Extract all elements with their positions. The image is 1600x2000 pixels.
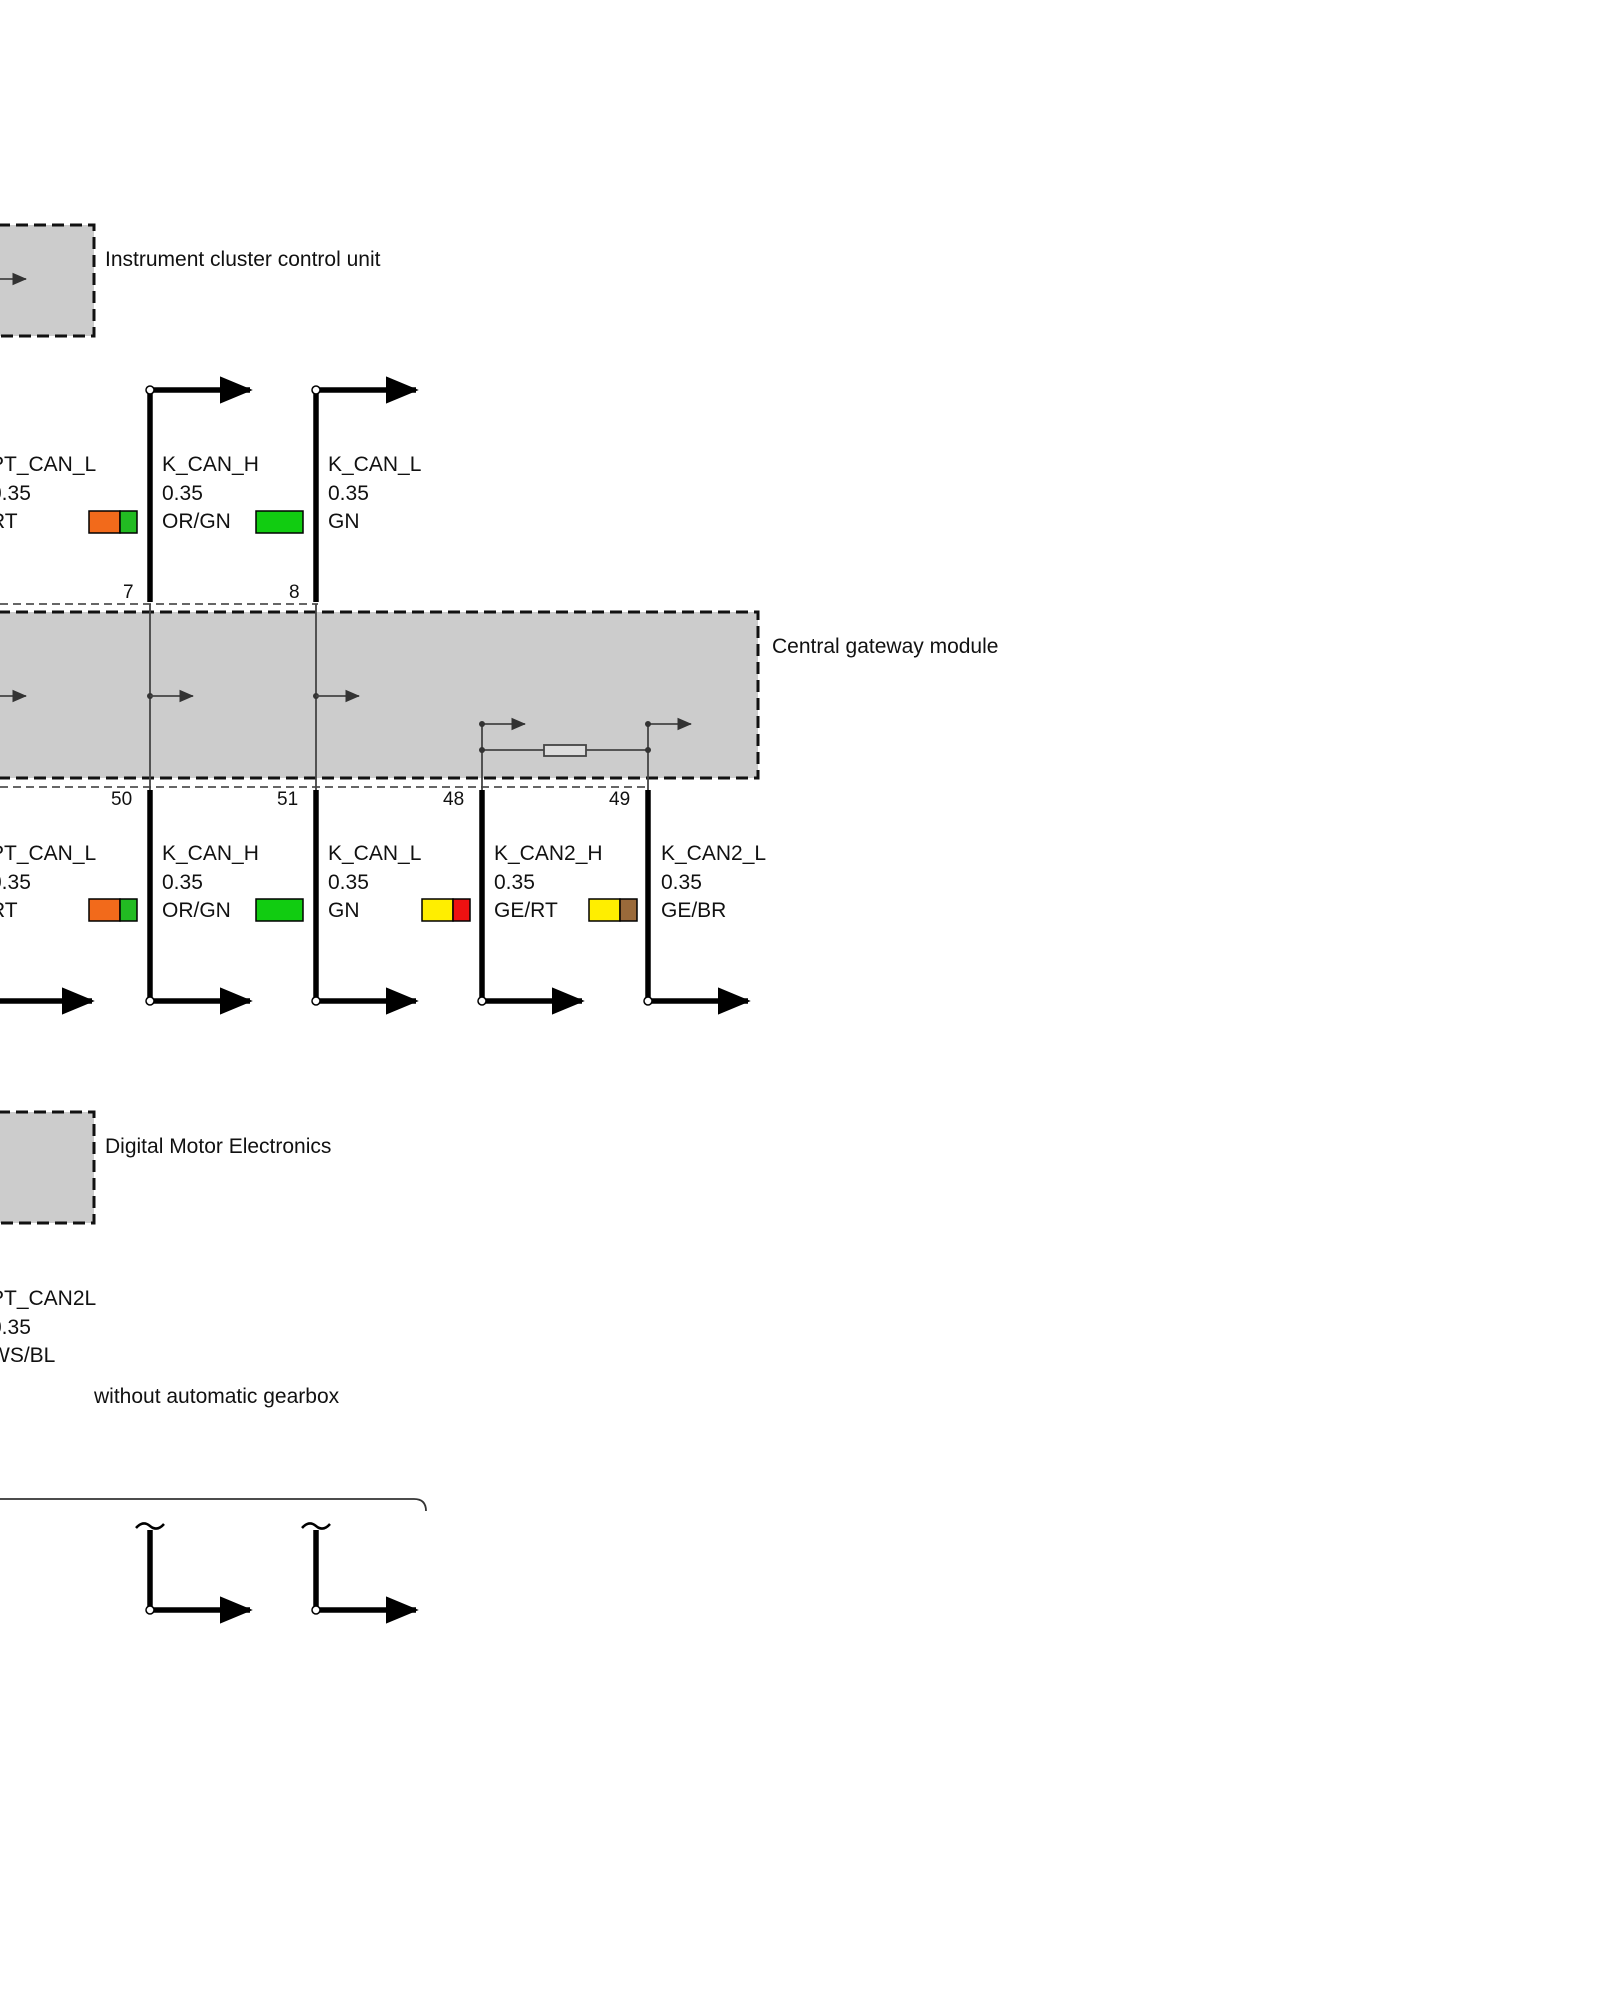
dme-wire-label: PT_CAN2L 0.35 WS/BL [0, 1287, 96, 1367]
variant-bracket [0, 1498, 427, 1512]
wire-gauge: 0.35 [661, 871, 702, 894]
bottom-wire-k-can2-l [643, 790, 751, 1015]
terminating-resistor [543, 744, 587, 757]
top-wire-label-pt-can-l: PT_CAN_L 0.35 RT [0, 453, 138, 534]
dme-label: Digital Motor Electronics [105, 1135, 331, 1158]
wire-color: RT [0, 899, 18, 922]
central-gateway-module: Central gateway module [0, 603, 998, 790]
color-swatch-red [452, 898, 471, 922]
bottom-wire-label-k-can2-h: K_CAN2_H 0.35 GE/RT 48 [443, 789, 638, 922]
bottom-wire-k-can2-h [477, 790, 585, 1015]
instrument-cluster-label: Instrument cluster control unit [105, 248, 381, 271]
bottom-wire-label-k-can-l: K_CAN_L 0.35 GN 51 [277, 789, 471, 922]
color-swatch-green [119, 898, 138, 922]
wire-gauge: 0.35 [328, 871, 369, 894]
central-gateway-label: Central gateway module [772, 635, 998, 658]
color-swatch-green [255, 898, 304, 922]
dme-module: Digital Motor Electronics [0, 1110, 331, 1225]
pin-number: 8 [289, 582, 300, 603]
wire-color: OR/GN [162, 510, 231, 533]
wire-break-symbol [135, 1522, 165, 1530]
top-wire-k-can-l [311, 376, 419, 602]
wire-gauge: 0.35 [0, 1316, 31, 1339]
wire-color: GN [328, 510, 360, 533]
wire-gauge: 0.35 [494, 871, 535, 894]
continuation-wire-left [135, 1522, 253, 1624]
wire-gauge: 0.35 [162, 871, 203, 894]
wire-signal: K_CAN2_H [494, 842, 603, 865]
wire-color: OR/GN [162, 899, 231, 922]
continuation-wire-right [301, 1522, 419, 1624]
color-swatch-green [119, 510, 138, 534]
wire-gauge: 0.35 [162, 482, 203, 505]
color-swatch-orange [88, 898, 121, 922]
wire-signal: PT_CAN_L [0, 453, 96, 476]
pin-number: 50 [111, 789, 132, 810]
bottom-wire-label-pt-can-l: PT_CAN_L 0.35 RT [0, 842, 138, 922]
wire-signal: K_CAN_H [162, 842, 259, 865]
wire-color: GN [328, 899, 360, 922]
instrument-cluster-module: Instrument cluster control unit [0, 223, 381, 338]
wire-signal: K_CAN_L [328, 842, 421, 865]
pin-number: 7 [123, 582, 134, 603]
wire-break-symbol [301, 1522, 331, 1530]
wire-signal: K_CAN_H [162, 453, 259, 476]
bottom-wire-label-k-can-h: K_CAN_H 0.35 OR/GN 50 [111, 789, 304, 922]
wire-signal: PT_CAN_L [0, 842, 96, 865]
wire-color: GE/BR [661, 899, 726, 922]
top-wire-k-can-h [145, 376, 253, 602]
color-swatch-yellow [421, 898, 454, 922]
bottom-wire-k-can-l [311, 790, 419, 1015]
pin-number: 51 [277, 789, 298, 810]
color-swatch-green [255, 510, 304, 534]
wire-gauge: 0.35 [328, 482, 369, 505]
pin-number: 49 [609, 789, 630, 810]
top-wire-label-k-can-h: K_CAN_H 0.35 OR/GN 7 [123, 453, 304, 603]
wire-signal: K_CAN2_L [661, 842, 766, 865]
wire-color: WS/BL [0, 1344, 55, 1367]
wire-color: GE/RT [494, 899, 558, 922]
variant-note: without automatic gearbox [93, 1385, 340, 1408]
color-swatch-brown [619, 898, 638, 922]
color-swatch-yellow [588, 898, 621, 922]
wire-color: RT [0, 510, 18, 533]
color-swatch-orange [88, 510, 121, 534]
wire-signal: PT_CAN2L [0, 1287, 96, 1310]
wire-gauge: 0.35 [0, 871, 31, 894]
pin-number: 48 [443, 789, 464, 810]
top-wire-label-k-can-l: K_CAN_L 0.35 GN 8 [289, 453, 421, 603]
wire-gauge: 0.35 [0, 482, 31, 505]
bottom-wire-label-k-can2-l: K_CAN2_L 0.35 GE/BR 49 [609, 789, 766, 922]
bottom-wire-k-can-h [145, 790, 253, 1015]
wire-signal: K_CAN_L [328, 453, 421, 476]
